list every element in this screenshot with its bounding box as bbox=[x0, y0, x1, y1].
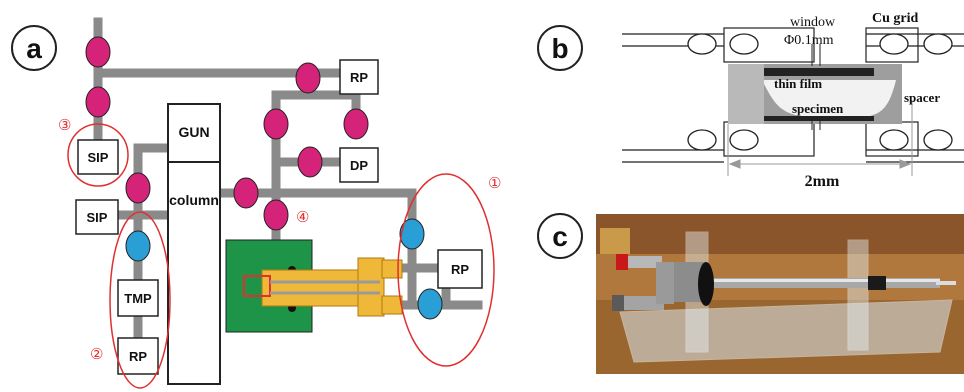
valve-magenta bbox=[263, 199, 289, 231]
valve-blue bbox=[125, 230, 151, 262]
valve-magenta bbox=[85, 36, 111, 68]
window-label: window bbox=[790, 15, 836, 30]
dimension-label: 2mm bbox=[805, 173, 840, 190]
rp-bottom-label: RP bbox=[129, 349, 147, 364]
marker-2: ② bbox=[90, 346, 103, 363]
rp-right-box bbox=[437, 249, 483, 289]
valve-blue bbox=[399, 218, 425, 250]
column-label: column bbox=[169, 192, 219, 208]
dp-box bbox=[339, 147, 379, 183]
sip-lower-label: SIP bbox=[87, 210, 108, 225]
marker-3: ③ bbox=[58, 117, 71, 134]
valve-blue bbox=[417, 288, 443, 320]
gun-block bbox=[167, 103, 221, 163]
rp-right-label: RP bbox=[451, 262, 469, 277]
panel-c-label: c bbox=[552, 221, 568, 252]
specimen-label: specimen bbox=[792, 101, 844, 116]
cu-grid-label: Cu grid bbox=[872, 11, 919, 26]
marker-1: ① bbox=[488, 175, 501, 192]
sip-lower-box bbox=[75, 199, 119, 235]
marker-4: ④ bbox=[296, 209, 309, 226]
rp-top-label: RP bbox=[350, 70, 368, 85]
o-rings bbox=[687, 33, 953, 151]
thin-film-label: thin film bbox=[774, 76, 822, 91]
valve-magenta bbox=[233, 177, 259, 209]
spacer-label: spacer bbox=[904, 90, 940, 105]
valve-magenta bbox=[295, 62, 321, 94]
rp-bottom-box bbox=[117, 337, 159, 375]
column-block bbox=[167, 161, 221, 385]
gun-label: GUN bbox=[178, 124, 209, 140]
valve-magenta bbox=[125, 172, 151, 204]
tmp-box bbox=[117, 279, 159, 317]
specimen-holder bbox=[243, 257, 403, 317]
tmp-label: TMP bbox=[124, 291, 152, 306]
grouping-ellipses bbox=[67, 123, 495, 389]
holder-photo bbox=[596, 214, 964, 374]
panel-b: b bbox=[537, 11, 964, 190]
sip-upper-label: SIP bbox=[88, 150, 109, 165]
panel-a: a bbox=[11, 17, 501, 389]
valve-magenta bbox=[263, 108, 289, 140]
aperture-label: Φ0.1mm bbox=[784, 33, 834, 48]
valve-magenta bbox=[343, 108, 369, 140]
panel-b-label: b bbox=[551, 33, 568, 64]
rp-top-box bbox=[339, 59, 379, 95]
valve-magenta bbox=[297, 146, 323, 178]
panel-a-label: a bbox=[26, 33, 42, 64]
panel-c: c bbox=[537, 213, 964, 374]
valve-magenta bbox=[85, 86, 111, 118]
magenta-valves bbox=[85, 36, 369, 231]
sip-upper-box bbox=[77, 139, 119, 175]
dp-label: DP bbox=[350, 158, 368, 173]
blue-valves bbox=[125, 218, 443, 320]
